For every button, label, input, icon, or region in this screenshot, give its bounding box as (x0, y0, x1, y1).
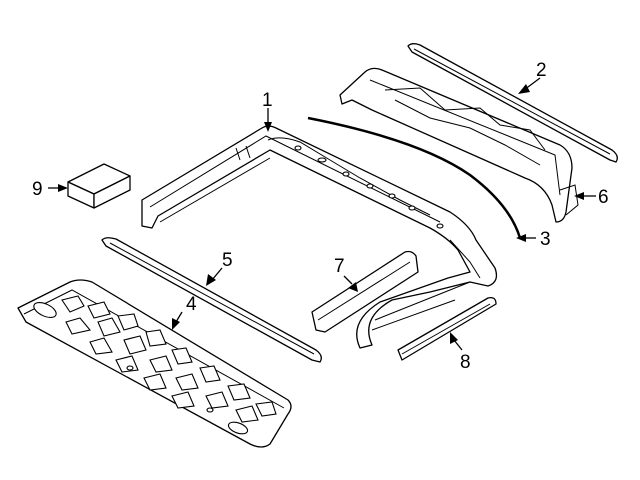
part-5-long-strip (101, 237, 322, 363)
callout-4: 4 (186, 294, 197, 315)
leader-lines (48, 77, 596, 351)
callout-8: 8 (460, 352, 471, 373)
part-7-bracket (311, 250, 419, 333)
part-4-panel (17, 279, 292, 448)
callout-7: 7 (334, 256, 345, 277)
part-8-rail (397, 296, 497, 361)
part-1-frame (141, 125, 498, 349)
callout-9: 9 (32, 179, 43, 200)
callout-2: 2 (536, 60, 547, 81)
callout-3: 3 (540, 229, 551, 250)
callout-6: 6 (598, 187, 609, 208)
part-2-top-strip (407, 43, 618, 163)
part-9-box (67, 163, 131, 209)
callout-5: 5 (222, 250, 233, 271)
callout-1: 1 (262, 90, 273, 111)
part-3-seal (307, 116, 522, 239)
part-6-rear-panel (339, 67, 579, 223)
